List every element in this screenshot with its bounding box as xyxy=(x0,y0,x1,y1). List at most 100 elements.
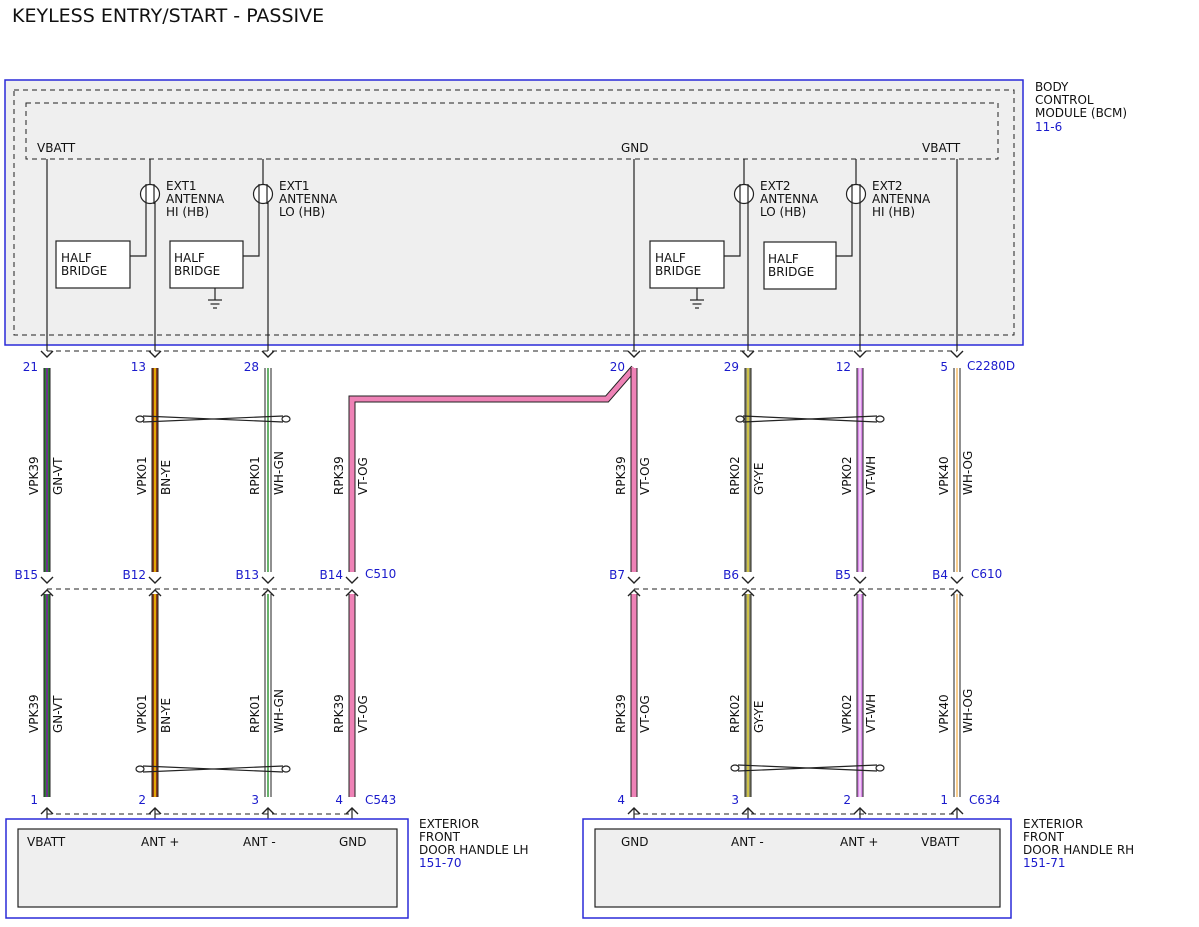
wire-circuit-label: VPK40 xyxy=(937,694,951,733)
wire-circuit-label: RPK02 xyxy=(728,456,742,495)
half-bridge-3: HALF BRIDGE xyxy=(649,240,725,309)
door-rh-name-line-3: DOOR HANDLE RH xyxy=(1023,843,1134,857)
pin-arrow-icon xyxy=(627,576,641,584)
twist-end-icon xyxy=(875,764,885,772)
pin-arrow-icon xyxy=(741,350,755,358)
inline-pin-number: B4 xyxy=(932,568,948,582)
twist-end-icon xyxy=(281,765,291,773)
door-rh-ref-link[interactable]: 151-71 xyxy=(1023,856,1066,870)
door-lh-pin-label: GND xyxy=(339,835,367,849)
wire-circuit-label: RPK01 xyxy=(248,456,262,495)
door-rh-body xyxy=(594,828,1001,908)
pin-arrow-icon xyxy=(627,589,641,597)
antenna-ext2-lo: EXT2 ANTENNA LO (HB) xyxy=(724,179,819,257)
pin-arrow-icon xyxy=(950,589,964,597)
antenna-ext1-lo: EXT1 ANTENNA LO (HB) xyxy=(243,179,338,257)
twisted-pair-marker-rh-lower xyxy=(730,764,885,772)
half-bridge-label-line-2: BRIDGE xyxy=(768,265,814,279)
inline-pin-number: B15 xyxy=(14,568,38,582)
wire-color-label: GY-YE xyxy=(752,463,766,495)
bcm-pin-number: 29 xyxy=(724,360,739,374)
inline-pin-number: B12 xyxy=(122,568,146,582)
half-bridge-label-line-1: HALF xyxy=(768,252,799,266)
bcm-inner-dashed xyxy=(13,89,1015,336)
pin-arrow-icon xyxy=(853,589,867,597)
twisted-pair-marker-lh-lower xyxy=(135,765,291,773)
antenna-label-line-2: ANTENNA xyxy=(760,192,819,206)
bcm-ref-link[interactable]: 11-6 xyxy=(1035,120,1062,134)
door-lh-ref-link[interactable]: 151-70 xyxy=(419,856,462,870)
wire-circuit-label: VPK39 xyxy=(27,694,41,733)
bcm-name-line-3: MODULE (BCM) xyxy=(1035,106,1127,120)
bcm-pin-number: 12 xyxy=(836,360,851,374)
pin-arrow-icon xyxy=(741,576,755,584)
twist-line xyxy=(142,765,284,773)
antenna-ext1-hi: EXT1 ANTENNA HI (HB) xyxy=(130,179,225,257)
pin-arrow-icon xyxy=(950,576,964,584)
door-rh-pin-label: VBATT xyxy=(921,835,960,849)
twist-line xyxy=(737,764,878,772)
pin-arrow-icon xyxy=(261,350,275,358)
door-pin-number: 2 xyxy=(843,793,851,807)
bcm-pin-number: 21 xyxy=(23,360,38,374)
wire-color-label: VT-OG xyxy=(638,695,652,733)
wire-circuit-label: VPK01 xyxy=(135,694,149,733)
inline-pin-number: B13 xyxy=(235,568,259,582)
half-bridge-label-line-2: BRIDGE xyxy=(174,264,220,278)
pin-arrow-icon xyxy=(950,350,964,358)
antenna-label-line-2: ANTENNA xyxy=(279,192,338,206)
wire-upper-segment xyxy=(348,365,637,572)
door-rh-pin-label: GND xyxy=(621,835,649,849)
antenna-ext2-hi: EXT2 ANTENNA HI (HB) xyxy=(836,179,931,257)
wire-circuit-label: RPK01 xyxy=(248,694,262,733)
antenna-label-line-3: HI (HB) xyxy=(872,205,915,219)
antenna-label-line-3: LO (HB) xyxy=(760,205,806,219)
wire-color-label: WH-OG xyxy=(961,451,975,495)
pin-arrow-icon xyxy=(853,350,867,358)
wire-circuit-label: RPK39 xyxy=(332,694,346,733)
door-lh-name-line-2: FRONT xyxy=(419,830,461,844)
antenna-coil-icon xyxy=(252,183,274,205)
antenna-label-line-3: HI (HB) xyxy=(166,205,209,219)
c510-connector-label: C510 xyxy=(365,567,396,581)
inline-pin-number: B5 xyxy=(835,568,851,582)
door-lh-name-line-3: DOOR HANDLE LH xyxy=(419,843,529,857)
antenna-label-line-2: ANTENNA xyxy=(872,192,931,206)
wire-circuit-label: RPK39 xyxy=(614,694,628,733)
wire-color-label: WH-GN xyxy=(272,451,286,495)
twist-end-icon xyxy=(730,764,740,772)
c610-connector-label: C610 xyxy=(971,567,1002,581)
twist-end-icon xyxy=(735,415,745,423)
twist-end-icon xyxy=(135,765,145,773)
twist-end-icon xyxy=(281,415,291,423)
bcm-gnd-label: GND xyxy=(621,141,649,155)
wire-color-label: BN-YE xyxy=(159,698,173,733)
antenna-label-line-1: EXT1 xyxy=(166,179,197,193)
antenna-label-line-1: EXT1 xyxy=(279,179,310,193)
door-pin-number: 4 xyxy=(617,793,625,807)
door-rh-pin-label: ANT + xyxy=(840,835,878,849)
wire-circuit-label: RPK39 xyxy=(614,456,628,495)
c634-connector-label: C634 xyxy=(969,793,1000,807)
wire-color-label: GN-VT xyxy=(51,457,65,495)
door-pin-number: 1 xyxy=(940,793,948,807)
door-rh-name-line-2: FRONT xyxy=(1023,830,1065,844)
bcm-pin-number: 28 xyxy=(244,360,259,374)
half-bridge-1: HALF BRIDGE xyxy=(55,240,131,289)
twisted-pair-layer xyxy=(135,415,885,773)
antenna-coil-icon xyxy=(733,183,755,205)
wire-color-label: VT-WH xyxy=(864,456,878,495)
bcm-vbatt-right-label: VBATT xyxy=(922,141,961,155)
wire-circuit-label: VPK40 xyxy=(937,456,951,495)
pin-arrow-icon xyxy=(261,589,275,597)
inline-pin-number: B7 xyxy=(609,568,625,582)
pin-arrow-icon xyxy=(261,576,275,584)
door-lh-pin-label: VBATT xyxy=(27,835,66,849)
half-bridge-label-line-2: BRIDGE xyxy=(61,264,107,278)
ground-icon xyxy=(690,288,704,309)
twist-line xyxy=(142,415,284,423)
wire-circuit-label: VPK39 xyxy=(27,456,41,495)
half-bridge-label-line-1: HALF xyxy=(655,251,686,265)
bcm-bus-dashed xyxy=(25,102,999,160)
bcm-outer-border xyxy=(4,79,1024,346)
